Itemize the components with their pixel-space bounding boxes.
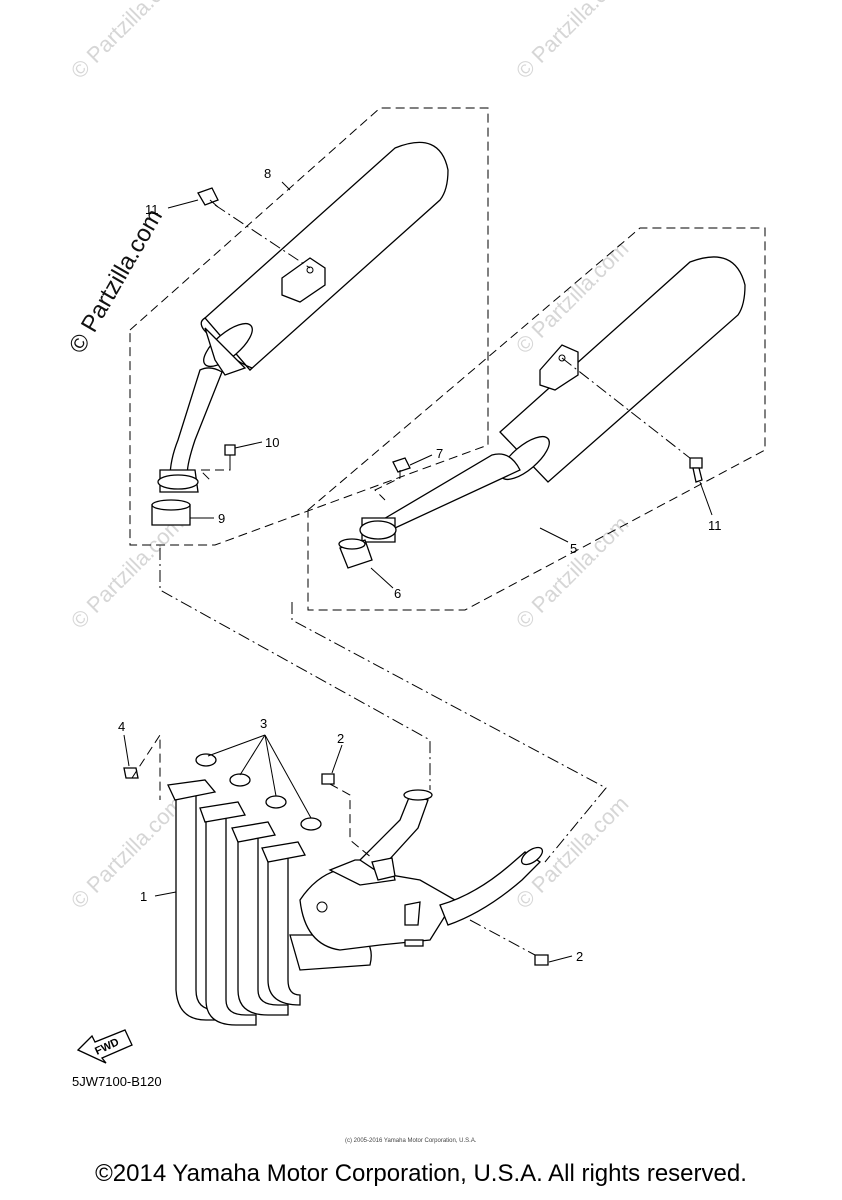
leader-lines bbox=[123, 181, 713, 963]
callout-11-right: 11 bbox=[708, 518, 722, 533]
left-muffler bbox=[157, 141, 449, 493]
diagram-reference: 5JW7100-B120 bbox=[72, 1074, 162, 1089]
header-flange bbox=[231, 821, 276, 843]
bolt-2-lower bbox=[534, 954, 549, 966]
small-copyright: (c) 2005-2016 Yamaha Motor Corporation, … bbox=[345, 1138, 477, 1144]
left-muffler-group-box bbox=[129, 107, 489, 546]
callout-11-left: 11 bbox=[145, 202, 159, 217]
left-muffler-bracket bbox=[281, 257, 326, 303]
header-flange bbox=[167, 779, 217, 801]
partzilla-watermark: © Partzilla.com bbox=[64, 204, 168, 358]
connection-line-left bbox=[159, 548, 431, 790]
watermark: © Partzilla.com bbox=[66, 511, 189, 634]
bolt-11-left bbox=[197, 187, 219, 208]
bolt-10 bbox=[224, 444, 236, 463]
header-flange bbox=[199, 801, 246, 823]
callout-5: 5 bbox=[570, 541, 577, 556]
gaskets-3 bbox=[195, 753, 322, 831]
nut-4 bbox=[123, 767, 139, 779]
bolt-2-upper-guide bbox=[329, 783, 373, 859]
bolt-7 bbox=[392, 457, 411, 473]
header-flange bbox=[261, 841, 306, 863]
callout-7: 7 bbox=[436, 446, 443, 461]
callout-8: 8 bbox=[264, 166, 271, 181]
bolt-2-lower-guide bbox=[469, 919, 536, 956]
watermark: © Partzilla.com bbox=[511, 0, 634, 84]
callout-3: 3 bbox=[260, 716, 267, 731]
right-muffler-bracket bbox=[539, 344, 579, 391]
callout-1: 1 bbox=[140, 889, 147, 904]
watermark: © Partzilla.com bbox=[511, 511, 634, 634]
callout-6: 6 bbox=[394, 586, 401, 601]
exhaust-header bbox=[167, 779, 544, 1026]
callout-4: 4 bbox=[118, 719, 125, 734]
gasket-9 bbox=[151, 499, 191, 526]
gasket-6 bbox=[338, 538, 373, 569]
nut-4-guide bbox=[131, 733, 161, 800]
watermark: © Partzilla.com bbox=[66, 791, 189, 914]
watermark: © Partzilla.com bbox=[66, 0, 189, 84]
connection-line-right bbox=[291, 602, 607, 863]
copyright-notice: ©2014 Yamaha Motor Corporation, U.S.A. A… bbox=[95, 1160, 747, 1187]
callout-2-lower: 2 bbox=[576, 949, 583, 964]
callout-2-upper: 2 bbox=[337, 731, 344, 746]
bolt-11-right bbox=[689, 457, 703, 483]
fwd-arrow-icon: FWD bbox=[76, 1029, 133, 1064]
bolt-10-guide bbox=[198, 462, 231, 481]
right-muffler-group-box bbox=[307, 227, 766, 611]
bolt-7-guide bbox=[374, 470, 401, 501]
right-muffler bbox=[359, 256, 746, 543]
callout-10: 10 bbox=[265, 435, 279, 450]
callout-9: 9 bbox=[218, 511, 225, 526]
bolt-2-upper bbox=[321, 773, 335, 785]
